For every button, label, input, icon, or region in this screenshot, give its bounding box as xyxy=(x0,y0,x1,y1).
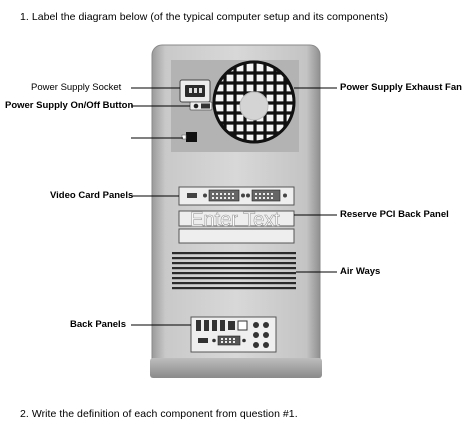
label-back-panels: Back Panels xyxy=(70,319,126,330)
label-reserve-pci: Reserve PCI Back Panel xyxy=(340,209,449,220)
case-base xyxy=(150,358,322,378)
back-io-panel xyxy=(190,316,277,353)
label-power-supply-socket: Power Supply Socket xyxy=(31,82,122,93)
answer-text-field[interactable] xyxy=(180,205,290,235)
video-card-panel xyxy=(178,186,295,206)
air-vent-grille xyxy=(172,252,296,290)
question-1: 1. Label the diagram below (of the typic… xyxy=(20,11,389,23)
voltage-switch-icon xyxy=(181,132,197,142)
power-switch-icon xyxy=(189,101,213,111)
label-power-switch: Power Supply On/Off Button xyxy=(5,100,134,111)
question-2: 2. Write the definition of each componen… xyxy=(20,408,298,420)
label-exhaust-fan: Power Supply Exhaust Fan xyxy=(340,82,462,93)
label-air-ways: Air Ways xyxy=(340,266,381,277)
power-socket-icon xyxy=(179,79,211,103)
label-video-card: Video Card Panels xyxy=(50,190,134,201)
